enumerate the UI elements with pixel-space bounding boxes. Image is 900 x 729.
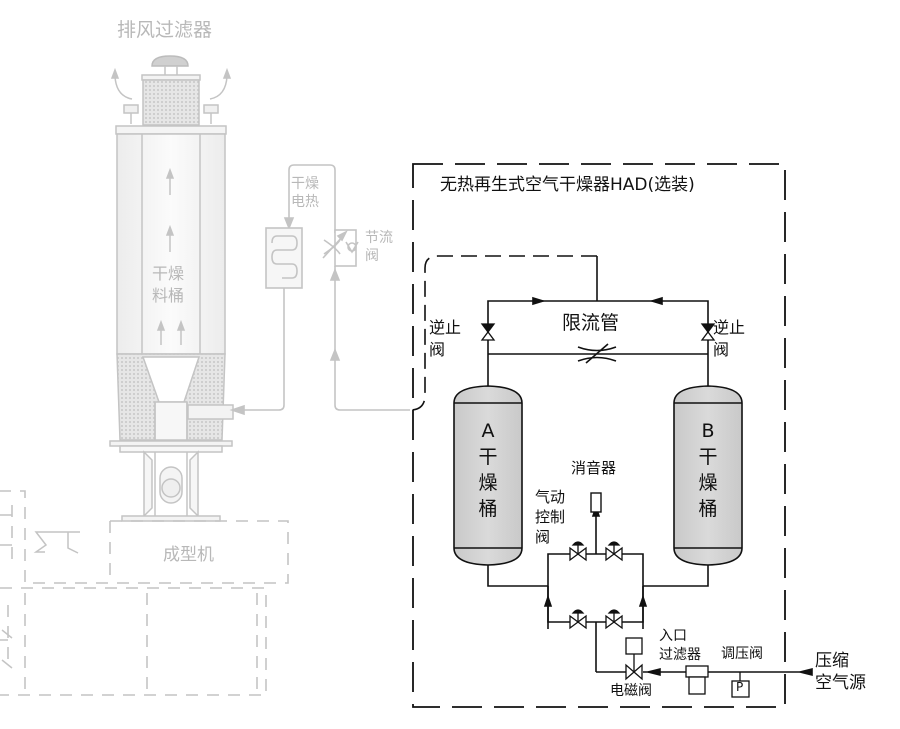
tank-b-label-line: 燥 bbox=[698, 472, 718, 494]
tank-a-label-line: 桶 bbox=[478, 498, 498, 520]
tank-a bbox=[453, 385, 523, 566]
nozzle-icon bbox=[1, 531, 80, 669]
inlet-filter-icon bbox=[685, 665, 709, 695]
pneumatic-valve-icon bbox=[605, 609, 623, 630]
flow-restrictor-icon bbox=[577, 343, 617, 364]
pneumatic-valve-icon bbox=[569, 609, 587, 630]
dryer-title: 无热再生式空气干燥器HAD(选装) bbox=[440, 175, 695, 195]
check-valve-left-icon bbox=[480, 323, 496, 341]
tank-b bbox=[673, 385, 743, 566]
check-valve-label-line: 逆止 bbox=[429, 318, 462, 337]
tank-b-label: B 干 燥 桶 bbox=[696, 418, 720, 522]
tank-a-label-line: A bbox=[481, 420, 495, 442]
check-valve-right-icon bbox=[700, 323, 716, 341]
heater-label-line: 电热 bbox=[291, 194, 319, 210]
flow-restrictor-label: 限流管 bbox=[562, 312, 620, 334]
flow-arrow-right-icon bbox=[532, 296, 546, 306]
throttle-valve-label: 节流 阀 bbox=[365, 229, 393, 265]
drying-heater-label: 干燥 电热 bbox=[291, 175, 319, 211]
throttle-label-line: 阀 bbox=[365, 248, 379, 264]
tank-b-label-line: 桶 bbox=[698, 498, 718, 520]
check-valve-label-line: 阀 bbox=[429, 340, 446, 359]
dryer-piping bbox=[487, 256, 813, 677]
hopper-label-line: 干燥 bbox=[152, 264, 185, 283]
check-valve-label-line: 逆止 bbox=[713, 318, 746, 337]
upflow-arrows bbox=[156, 167, 186, 345]
exhaust-arrow-left-icon bbox=[110, 67, 133, 100]
tank-a-label-line: 干 bbox=[478, 446, 498, 468]
solenoid-valve-label: 电磁阀 bbox=[610, 683, 652, 699]
inlet-filter-label-line: 入口 bbox=[659, 628, 687, 644]
inlet-filter-label: 入口 过滤器 bbox=[659, 627, 701, 665]
check-valve-label-line: 阀 bbox=[713, 340, 730, 359]
muffler-label: 消音器 bbox=[571, 459, 617, 477]
regulator-label: 调压阀 bbox=[721, 646, 763, 662]
throttle-label-line: 节流 bbox=[365, 230, 393, 246]
inflow-arrow-icon bbox=[229, 404, 245, 416]
solenoid-valve-icon bbox=[625, 637, 643, 681]
hopper-label: 干燥 料桶 bbox=[152, 263, 184, 307]
drying-heater-circuit bbox=[229, 164, 410, 416]
pressure-regulator-icon bbox=[731, 672, 750, 698]
flow-arrow-left-icon bbox=[649, 296, 663, 306]
check-valve-right-label: 逆止 阀 bbox=[713, 317, 745, 361]
hopper-dryer bbox=[109, 55, 234, 522]
exhaust-arrow-right-icon bbox=[209, 67, 232, 100]
molding-machine-label: 成型机 bbox=[163, 545, 214, 565]
air-source-label: 压缩 空气源 bbox=[815, 650, 866, 694]
regulator-gauge-symbol: P bbox=[736, 680, 744, 694]
tank-a-label-line: 燥 bbox=[478, 472, 498, 494]
pneumatic-valve-icon bbox=[569, 541, 587, 562]
purge-return-line bbox=[409, 255, 597, 411]
pneumatic-valve-label: 气动 控制 阀 bbox=[535, 487, 565, 547]
check-valve-left-label: 逆止 阀 bbox=[429, 317, 461, 361]
muffler-icon bbox=[590, 492, 602, 513]
pneumatic-label-line: 气动 bbox=[535, 488, 566, 506]
air-source-label-line: 空气源 bbox=[815, 673, 866, 693]
pneumatic-label-line: 控制 bbox=[535, 508, 566, 526]
pneumatic-label-line: 阀 bbox=[535, 528, 551, 546]
throttle-valve-icon bbox=[322, 229, 359, 267]
air-source-label-line: 压缩 bbox=[815, 651, 849, 671]
tank-a-label: A 干 燥 桶 bbox=[476, 418, 500, 522]
exhaust-filter bbox=[123, 55, 219, 126]
heater-label-line: 干燥 bbox=[291, 176, 319, 192]
hopper-label-line: 料桶 bbox=[152, 286, 185, 305]
heater-coil-icon bbox=[265, 227, 303, 289]
molding-machine bbox=[0, 490, 289, 696]
tank-b-label-line: 干 bbox=[698, 446, 718, 468]
inlet-filter-label-line: 过滤器 bbox=[659, 647, 701, 663]
tank-b-label-line: B bbox=[701, 420, 715, 442]
pneumatic-valve-icon bbox=[605, 541, 623, 562]
dryer-boundary bbox=[412, 163, 786, 708]
exhaust-filter-label: 排风过滤器 bbox=[117, 19, 213, 41]
